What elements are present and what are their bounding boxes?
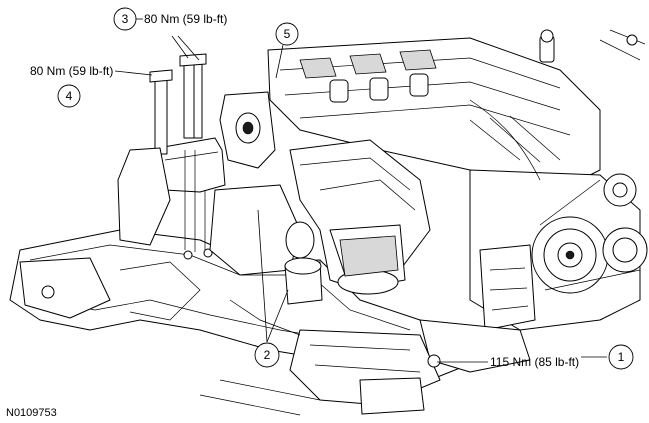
callout-circle (57, 84, 81, 108)
torque-label-1: 115 Nm (85 lb-ft) (490, 355, 579, 369)
torque-label-4: 80 Nm (59 lb-ft) (30, 64, 113, 78)
callout-circle (608, 344, 634, 370)
leader-lines (114, 18, 607, 363)
engine-illustration (9, 29, 648, 416)
callout-number: 4 (66, 89, 73, 103)
callout-number: 3 (122, 12, 129, 26)
callout-2: 2 (254, 342, 280, 368)
callout-3: 3 (113, 7, 137, 31)
callout-circle (113, 7, 137, 31)
callout-number: 1 (618, 350, 625, 364)
callout-1: 1 (608, 344, 634, 370)
callout-4: 4 (57, 84, 81, 108)
figure-id: N0109753 (6, 407, 57, 419)
torque-label-3: 80 Nm (59 lb-ft) (144, 12, 227, 26)
callout-number: 5 (284, 27, 291, 41)
callout-circle (254, 342, 280, 368)
callout-number: 2 (264, 348, 271, 362)
callout-circle (275, 22, 299, 46)
callout-5: 5 (275, 22, 299, 46)
